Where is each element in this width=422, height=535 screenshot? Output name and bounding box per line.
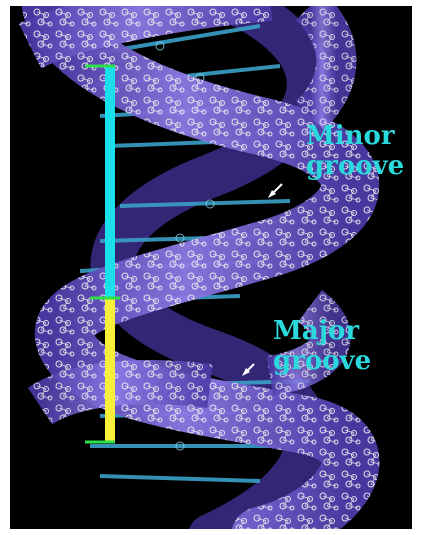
major-groove-label-line2: groove bbox=[273, 346, 371, 376]
minor-groove-bar bbox=[105, 66, 115, 298]
major-groove-label: Major groove bbox=[273, 316, 371, 376]
dna-double-helix-illustration bbox=[10, 6, 412, 529]
minor-groove-label-line1: Minor bbox=[306, 121, 404, 151]
minor-groove-arrow-icon bbox=[268, 184, 282, 198]
minor-groove-label: Minor groove bbox=[306, 121, 404, 181]
dna-figure: Minor groove Major groove bbox=[10, 6, 412, 529]
minor-groove-label-line2: groove bbox=[306, 151, 404, 181]
major-groove-bar bbox=[105, 298, 115, 442]
major-groove-label-line1: Major bbox=[273, 316, 371, 346]
